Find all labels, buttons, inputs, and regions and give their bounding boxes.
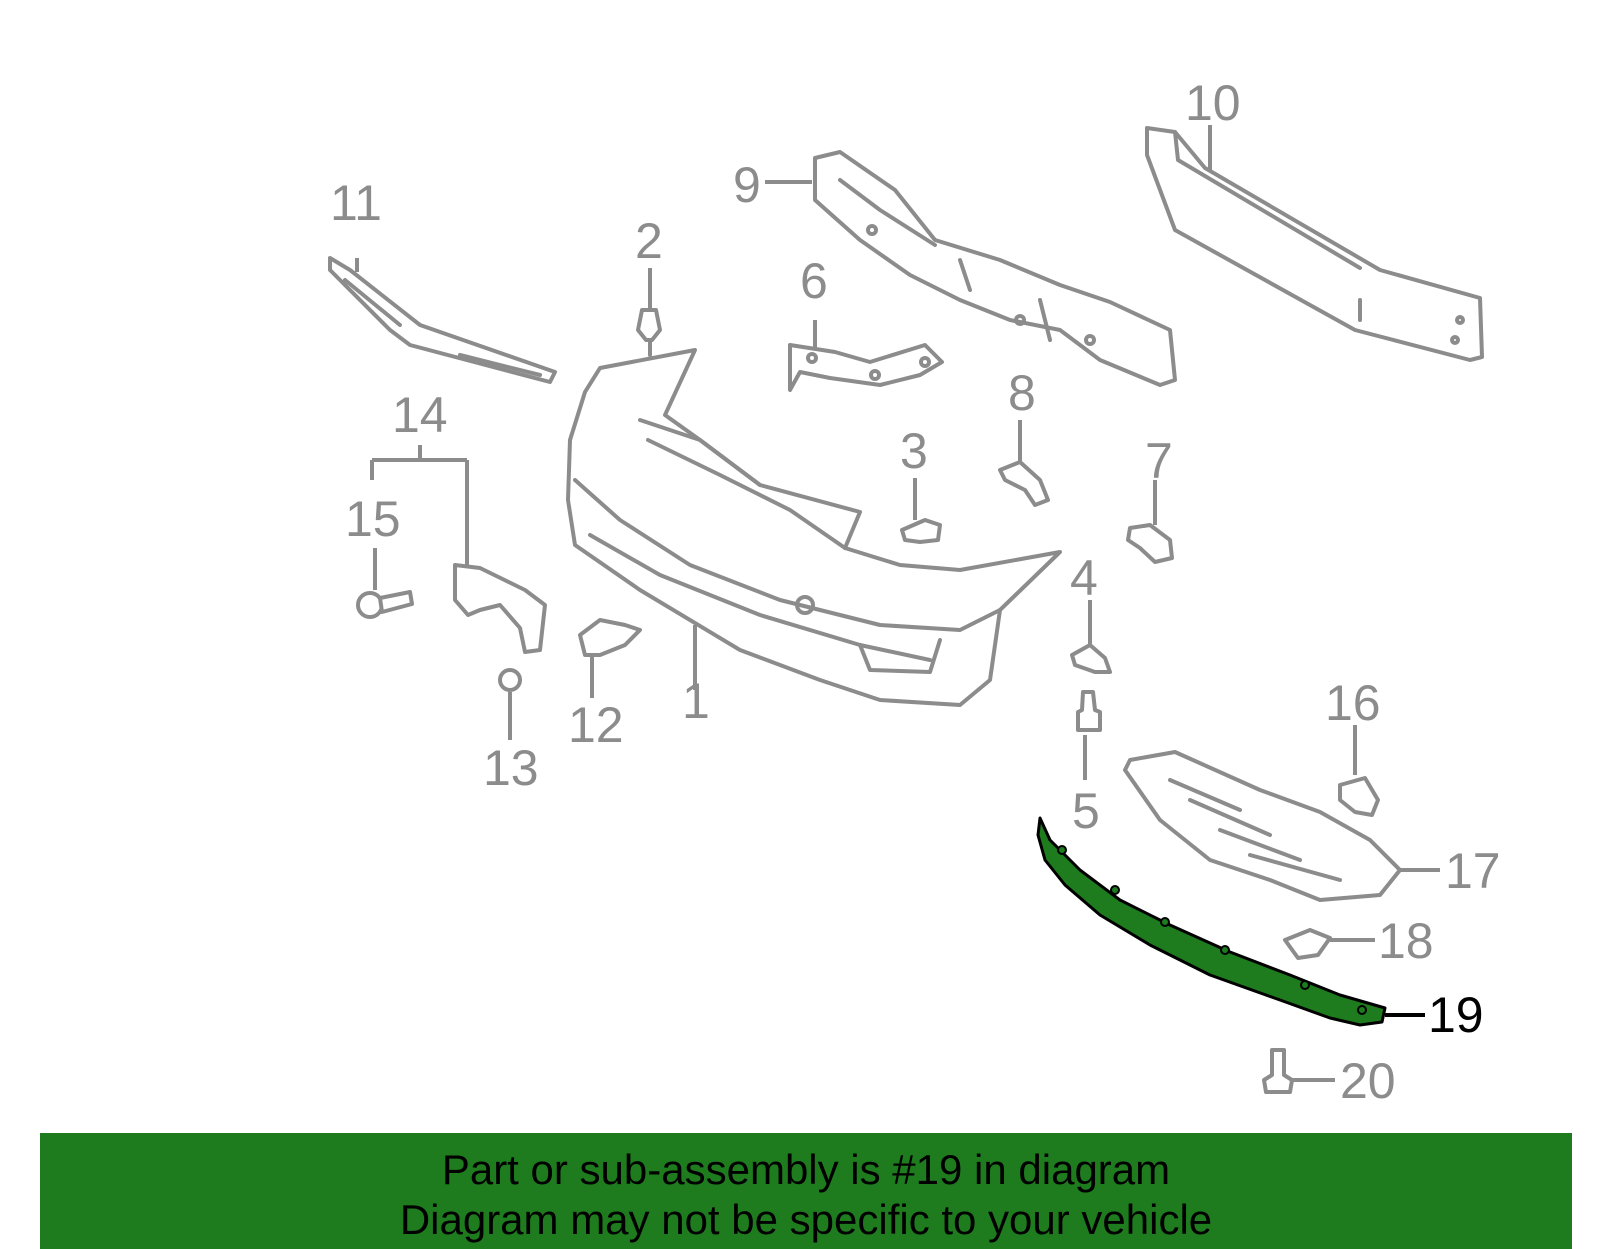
part-8-bracket[interactable] xyxy=(998,460,1050,507)
callout-2[interactable]: 2 xyxy=(635,213,663,269)
callout-19[interactable]: 19 xyxy=(1428,987,1484,1043)
callout-13[interactable]: 13 xyxy=(483,740,539,796)
part-7-clip[interactable] xyxy=(1126,523,1174,564)
callout-10[interactable]: 10 xyxy=(1185,75,1241,131)
callout-20[interactable]: 20 xyxy=(1340,1053,1396,1109)
part-5-screw[interactable] xyxy=(1076,690,1102,732)
part-10-reinforcement[interactable] xyxy=(1145,126,1484,362)
info-banner: Part or sub-assembly is #19 in diagram D… xyxy=(40,1133,1572,1249)
part-13-grommet[interactable] xyxy=(498,668,522,692)
callout-8[interactable]: 8 xyxy=(1008,365,1036,421)
part-9-energy-absorber[interactable] xyxy=(813,150,1177,387)
callout-6[interactable]: 6 xyxy=(800,253,828,309)
part-17-undercover[interactable] xyxy=(1123,750,1402,902)
leader-lines xyxy=(355,125,1440,1082)
part-18-clip[interactable] xyxy=(1283,928,1332,960)
callout-15[interactable]: 15 xyxy=(345,491,401,547)
callout-16[interactable]: 16 xyxy=(1325,675,1381,731)
callout-12[interactable]: 12 xyxy=(568,697,624,753)
part-14-bracket[interactable] xyxy=(453,563,547,654)
callout-5[interactable]: 5 xyxy=(1072,783,1100,839)
part-4-clip[interactable] xyxy=(1070,643,1112,674)
part-12-clip[interactable] xyxy=(578,618,642,657)
banner-line-1: Part or sub-assembly is #19 in diagram xyxy=(441,1146,1171,1193)
part-19-lower-spoiler-highlighted[interactable] xyxy=(1036,816,1387,1027)
callout-1[interactable]: 1 xyxy=(682,673,710,729)
callout-7[interactable]: 7 xyxy=(1145,433,1173,489)
callout-17[interactable]: 17 xyxy=(1445,843,1501,899)
callout-9[interactable]: 9 xyxy=(733,157,761,213)
part-20-bolt[interactable] xyxy=(1262,1048,1294,1094)
part-11-molding[interactable] xyxy=(328,256,557,384)
callout-11[interactable]: 11 xyxy=(330,175,382,231)
callout-labels: 10 9 11 2 6 8 14 3 7 15 4 1 16 12 13 5 1… xyxy=(330,75,1501,1109)
part-15-bolt[interactable] xyxy=(356,590,414,619)
callout-18[interactable]: 18 xyxy=(1378,913,1434,969)
part-3-clip[interactable] xyxy=(900,518,942,544)
part-2-clip[interactable] xyxy=(636,308,662,357)
part-6-bracket[interactable] xyxy=(788,343,944,392)
callout-14[interactable]: 14 xyxy=(392,387,448,443)
callout-4[interactable]: 4 xyxy=(1070,550,1098,606)
callout-3[interactable]: 3 xyxy=(900,423,928,479)
part-16-clip[interactable] xyxy=(1338,776,1380,817)
part-1-bumper-cover[interactable] xyxy=(566,348,1062,707)
banner-line-2: Diagram may not be specific to your vehi… xyxy=(399,1196,1213,1243)
